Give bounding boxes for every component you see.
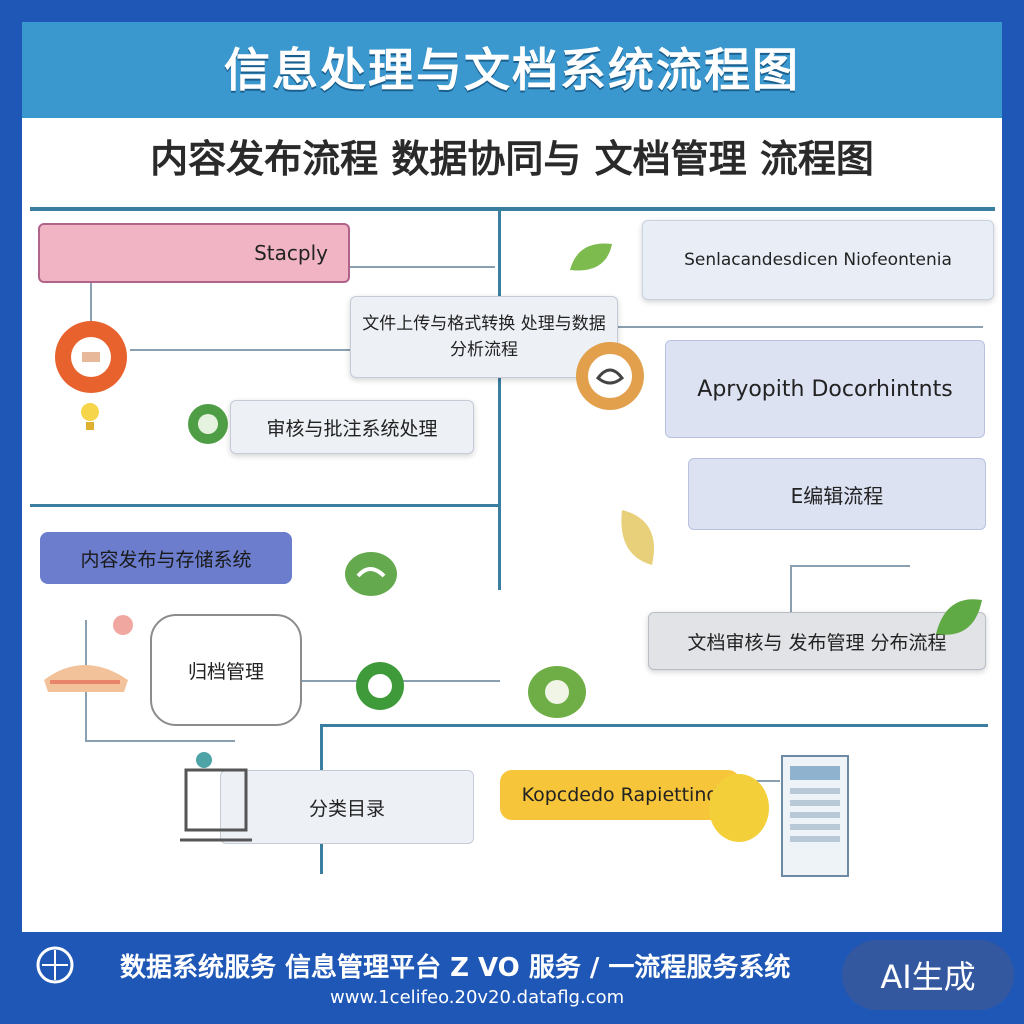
- yellow-leaf-icon: [706, 770, 772, 844]
- footer-text: 数据系统服务 信息管理平台 Z VO 服务 / 一流程服务系统: [120, 953, 791, 983]
- footer-url: www.1celifeo.20v20.dataflg.com: [330, 987, 625, 1008]
- connector-arrow-1: [350, 266, 495, 268]
- node-upload: 文件上传与格式转换 处理与数据分析流程: [350, 296, 618, 378]
- diagram-title: 信息处理与文档系统流程图: [224, 43, 800, 97]
- connector-lower-right: [320, 724, 988, 727]
- node-edit-label: E编辑流程: [790, 483, 884, 508]
- node-sender: Senlacandesdicen Niofeontenia: [642, 220, 994, 300]
- document-scroll-icon: [572, 340, 652, 412]
- node-edit: E编辑流程: [688, 458, 986, 530]
- node-archive: 归档管理: [150, 614, 302, 726]
- connector-top: [30, 207, 995, 211]
- folder-icon: [40, 650, 132, 696]
- node-publish: 内容发布与存储系统: [40, 532, 292, 584]
- node-stacply: Stacply: [38, 223, 350, 283]
- node-process-label: 文档审核与 发布管理 分布流程: [687, 631, 947, 654]
- node-upload-label: 文件上传与格式转换 处理与数据分析流程: [362, 314, 606, 360]
- node-review-label: 审核与批注系统处理: [266, 417, 438, 440]
- node-sender-label: Senlacandesdicen Niofeontenia: [684, 250, 952, 270]
- bookmark-icon: [110, 612, 136, 638]
- connector-arrow-2: [130, 349, 350, 351]
- connector-arrow-3: [618, 326, 983, 328]
- node-approval-label: Apryopith Docorhintnts: [697, 376, 953, 402]
- green-circle-icon-4: [526, 664, 588, 720]
- node-track-label: 分类目录: [308, 797, 385, 820]
- node-archive-label: 归档管理: [187, 660, 264, 683]
- lightbulb-icon: [78, 400, 102, 434]
- connector-vertical-center: [498, 210, 501, 590]
- green-circle-icon-2: [342, 550, 400, 598]
- title-banner: 信息处理与文档系统流程图: [22, 22, 1002, 118]
- node-track: 分类目录: [220, 770, 474, 844]
- connector-arrow-8: [790, 565, 792, 615]
- leaf-icon-3: [566, 236, 616, 276]
- connector-arrow-9: [790, 565, 910, 567]
- node-report-label: Kopcdedo Rapiettind: [521, 784, 719, 806]
- node-report: Kopcdedo Rapiettind: [500, 770, 740, 820]
- desk-icon: [176, 750, 256, 850]
- node-approval: Apryopith Docorhintnts: [665, 340, 985, 438]
- spreadsheet-icon: [780, 754, 850, 878]
- green-circle-icon-1: [182, 400, 234, 448]
- chat-bubble-icon: [52, 318, 130, 396]
- node-review: 审核与批注系统处理: [230, 400, 474, 454]
- globe-logo-icon: [34, 944, 76, 986]
- ai-generated-badge: AI生成: [842, 940, 1014, 1010]
- leaf-icon-2: [930, 594, 986, 644]
- node-stacply-label: Stacply: [254, 241, 328, 265]
- connector-arrow-5: [85, 740, 235, 742]
- leaf-icon-1: [612, 500, 662, 570]
- connector-arrow-7: [90, 280, 92, 340]
- diagram-subtitle: 内容发布流程 数据协同与 文档管理 流程图: [150, 137, 874, 181]
- node-publish-label: 内容发布与存储系统: [80, 548, 252, 571]
- connector-mid-left: [30, 504, 498, 507]
- green-circle-icon-3: [354, 660, 406, 712]
- node-process: 文档审核与 发布管理 分布流程: [648, 612, 986, 670]
